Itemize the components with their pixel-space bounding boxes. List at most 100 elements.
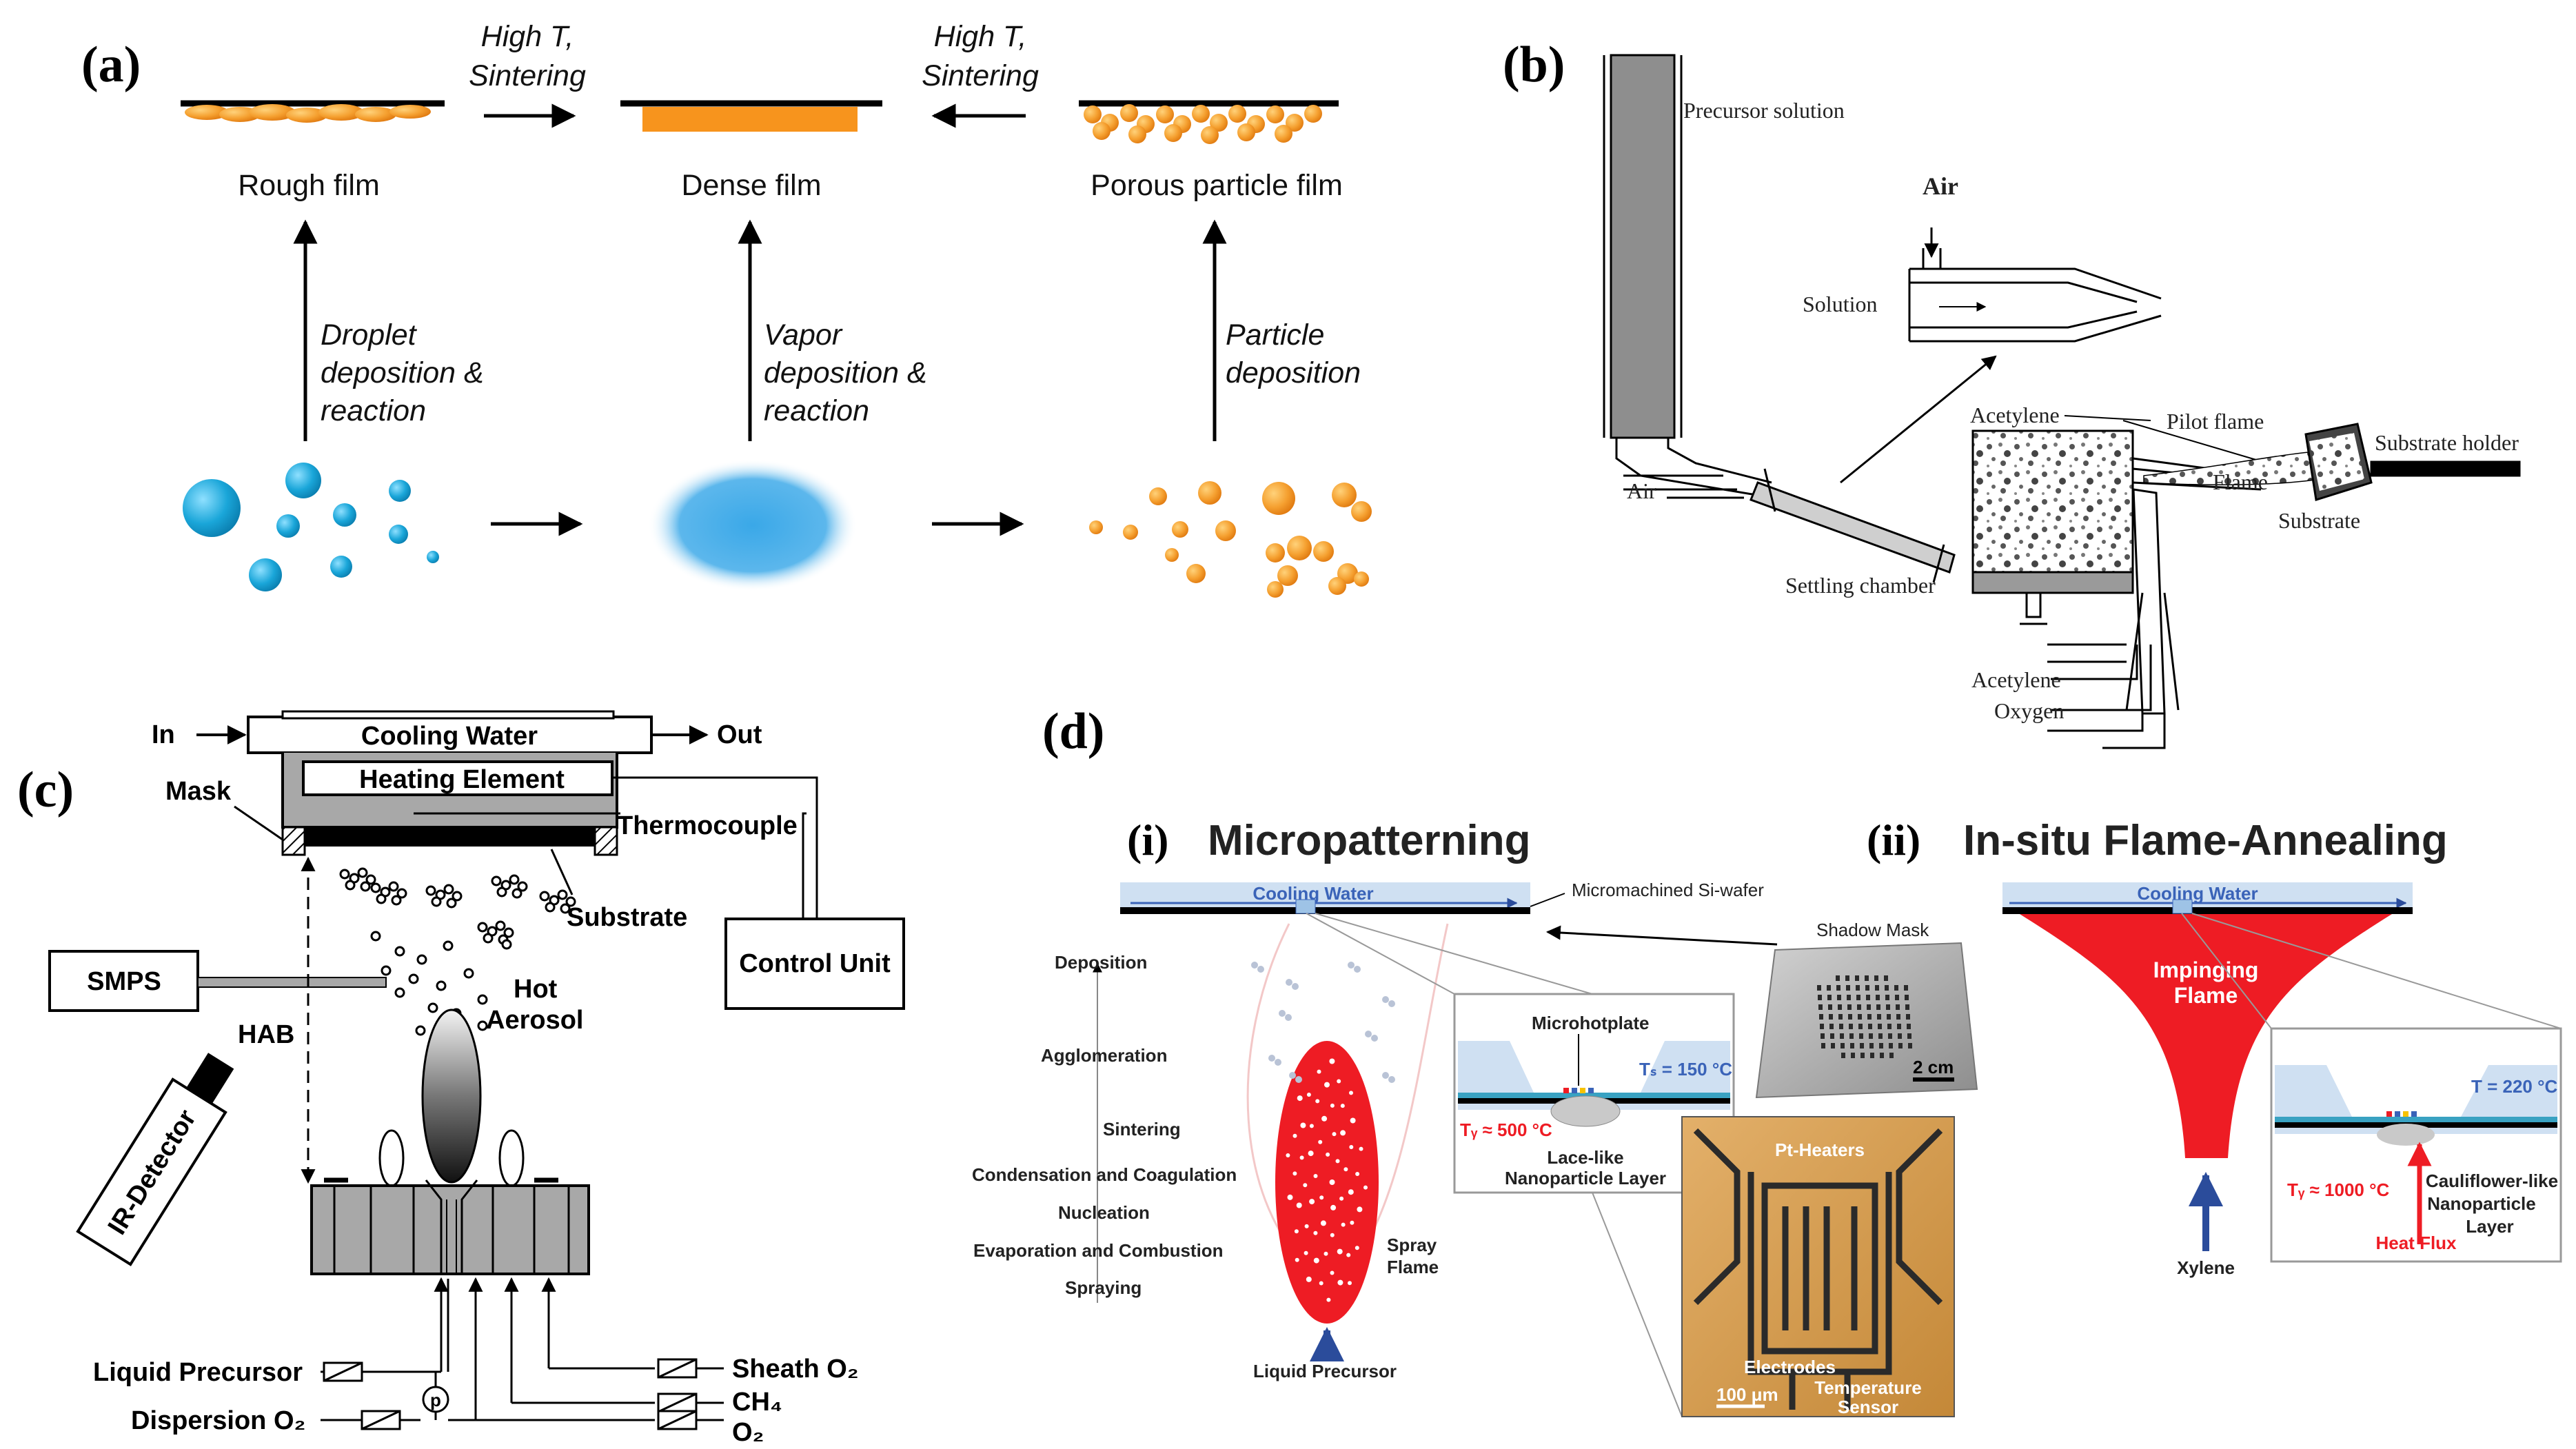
air-top-label: Air	[1923, 172, 1958, 200]
precursor-column	[1610, 54, 1676, 439]
film-particle	[1128, 125, 1146, 143]
film-particle	[1210, 114, 1228, 132]
mask-hole	[1829, 1014, 1833, 1020]
acetylene-top-label: Acetylene	[1970, 403, 2060, 427]
spray-droplet	[1349, 1145, 1354, 1149]
aerosol-particle	[370, 931, 381, 942]
mask-hole	[1858, 1014, 1862, 1020]
mask-hole	[1897, 1024, 1901, 1029]
mask-left	[281, 826, 306, 856]
agglomerate-particle	[345, 880, 356, 891]
spray-droplet	[1326, 1297, 1331, 1302]
spray-droplet	[1350, 1220, 1355, 1225]
stage-label: Deposition	[1055, 952, 1147, 973]
mask-hole	[1821, 1033, 1825, 1039]
deposited-particle	[1382, 996, 1389, 1003]
spray-droplet	[1304, 1250, 1308, 1255]
deposited-particle	[1289, 1072, 1296, 1079]
spray-droplet	[1296, 1202, 1302, 1208]
spray-droplet	[1329, 1058, 1335, 1064]
deposited-particle	[1365, 1031, 1372, 1037]
orange-particle	[1172, 521, 1188, 538]
film-particle	[1201, 126, 1219, 144]
spray-droplet	[1319, 1281, 1324, 1286]
spray-droplet	[1315, 1099, 1320, 1104]
deposited-particle	[1388, 1000, 1395, 1007]
spray-droplet	[1321, 1115, 1328, 1122]
in-label: In	[152, 720, 175, 749]
pilot-flame-right	[498, 1129, 525, 1187]
film-particle	[1275, 125, 1292, 143]
top-left-arrow-line1: High T,	[481, 20, 574, 53]
electrodes-label: Electrodes	[1744, 1357, 1836, 1377]
micromachined-label: Micromachined Si-wafer	[1572, 880, 1764, 900]
agglomerate-particle	[539, 891, 550, 902]
orange-particle	[1332, 483, 1357, 507]
mask-hole	[1876, 1004, 1880, 1010]
mask-hole	[1878, 1024, 1882, 1029]
substrate-label-c: Substrate	[567, 903, 687, 932]
heating-element-label: Heating Element	[359, 765, 565, 794]
spray-droplet	[1324, 1251, 1328, 1256]
shadow-mask-photo	[1755, 942, 1978, 1099]
sub-i-label: (i)	[1127, 815, 1168, 864]
orange-particle	[1354, 571, 1369, 587]
smps-box	[48, 950, 199, 1012]
xylene-label: Xylene	[2177, 1257, 2235, 1278]
rough-film-label: Rough film	[238, 169, 380, 202]
spray-droplet	[1294, 1229, 1299, 1234]
mask-hole	[1896, 1004, 1900, 1010]
cauliflower-line2: Nanoparticle	[2427, 1193, 2536, 1214]
air-left-label: Air	[1627, 478, 1656, 503]
film-particle	[1286, 114, 1304, 132]
mask-hole	[1876, 995, 1880, 1000]
substrate-holder-label: Substrate holder	[2375, 430, 2519, 455]
film-particle	[1084, 105, 1102, 123]
microhotplate-label: Microhotplate	[1532, 1013, 1649, 1033]
mask-hole	[1818, 995, 1822, 1000]
valves	[323, 1358, 698, 1430]
panel-b-label: (b)	[1503, 37, 1565, 93]
agglomerate-particle	[357, 867, 368, 878]
mask-hole	[1856, 985, 1860, 991]
mask-hole	[1869, 1043, 1874, 1048]
spray-droplet	[1330, 1233, 1335, 1237]
smps-probe	[197, 977, 387, 988]
particle-deposition-label: Particle deposition	[1226, 318, 1361, 389]
atomizer-nozzle	[1750, 481, 1956, 574]
stage-label: Spraying	[1065, 1277, 1142, 1298]
mask-hole	[1888, 1033, 1892, 1039]
mask-hole	[1868, 1024, 1872, 1029]
t-220-label: T = 220 °C	[2471, 1076, 2558, 1097]
agglomerate-particle	[446, 898, 457, 909]
deposited-particle	[1257, 966, 1264, 973]
porous-film-diagram	[1079, 100, 1339, 144]
spray-droplet	[1309, 1199, 1315, 1205]
mask-hole	[1846, 985, 1850, 991]
spray-droplet	[1350, 1117, 1356, 1124]
orange-particle	[1267, 581, 1284, 598]
mask-hole	[1836, 985, 1840, 991]
spray-droplets	[1251, 962, 1395, 1302]
mask-hole	[1838, 1014, 1843, 1020]
spray-droplet	[1313, 1174, 1318, 1178]
spray-droplet	[1320, 1220, 1326, 1226]
spray-droplet	[1341, 1222, 1346, 1227]
spray-droplet	[1346, 1253, 1351, 1257]
orange-particle	[1165, 548, 1179, 562]
deposited-particle	[1295, 1076, 1302, 1083]
spray-droplet	[1292, 1133, 1297, 1138]
mask-hole	[1857, 1004, 1861, 1010]
ts-150-label: Tₛ = 150 °C	[1639, 1059, 1732, 1080]
spray-droplet	[1329, 1179, 1335, 1185]
mask-hole	[1898, 1033, 1902, 1039]
hab-label: HAB	[238, 1020, 294, 1049]
mask-hole	[1831, 1043, 1835, 1048]
dispersion-o2-label: Dispersion O₂	[131, 1406, 305, 1435]
pilot-flame-left	[378, 1129, 405, 1187]
spray-flame-line1: Spray	[1387, 1235, 1437, 1255]
mask-hole	[1860, 1043, 1864, 1048]
mask-hole	[1875, 985, 1879, 991]
agglomerate-particle	[425, 885, 436, 896]
spray-droplet	[1297, 1095, 1303, 1102]
